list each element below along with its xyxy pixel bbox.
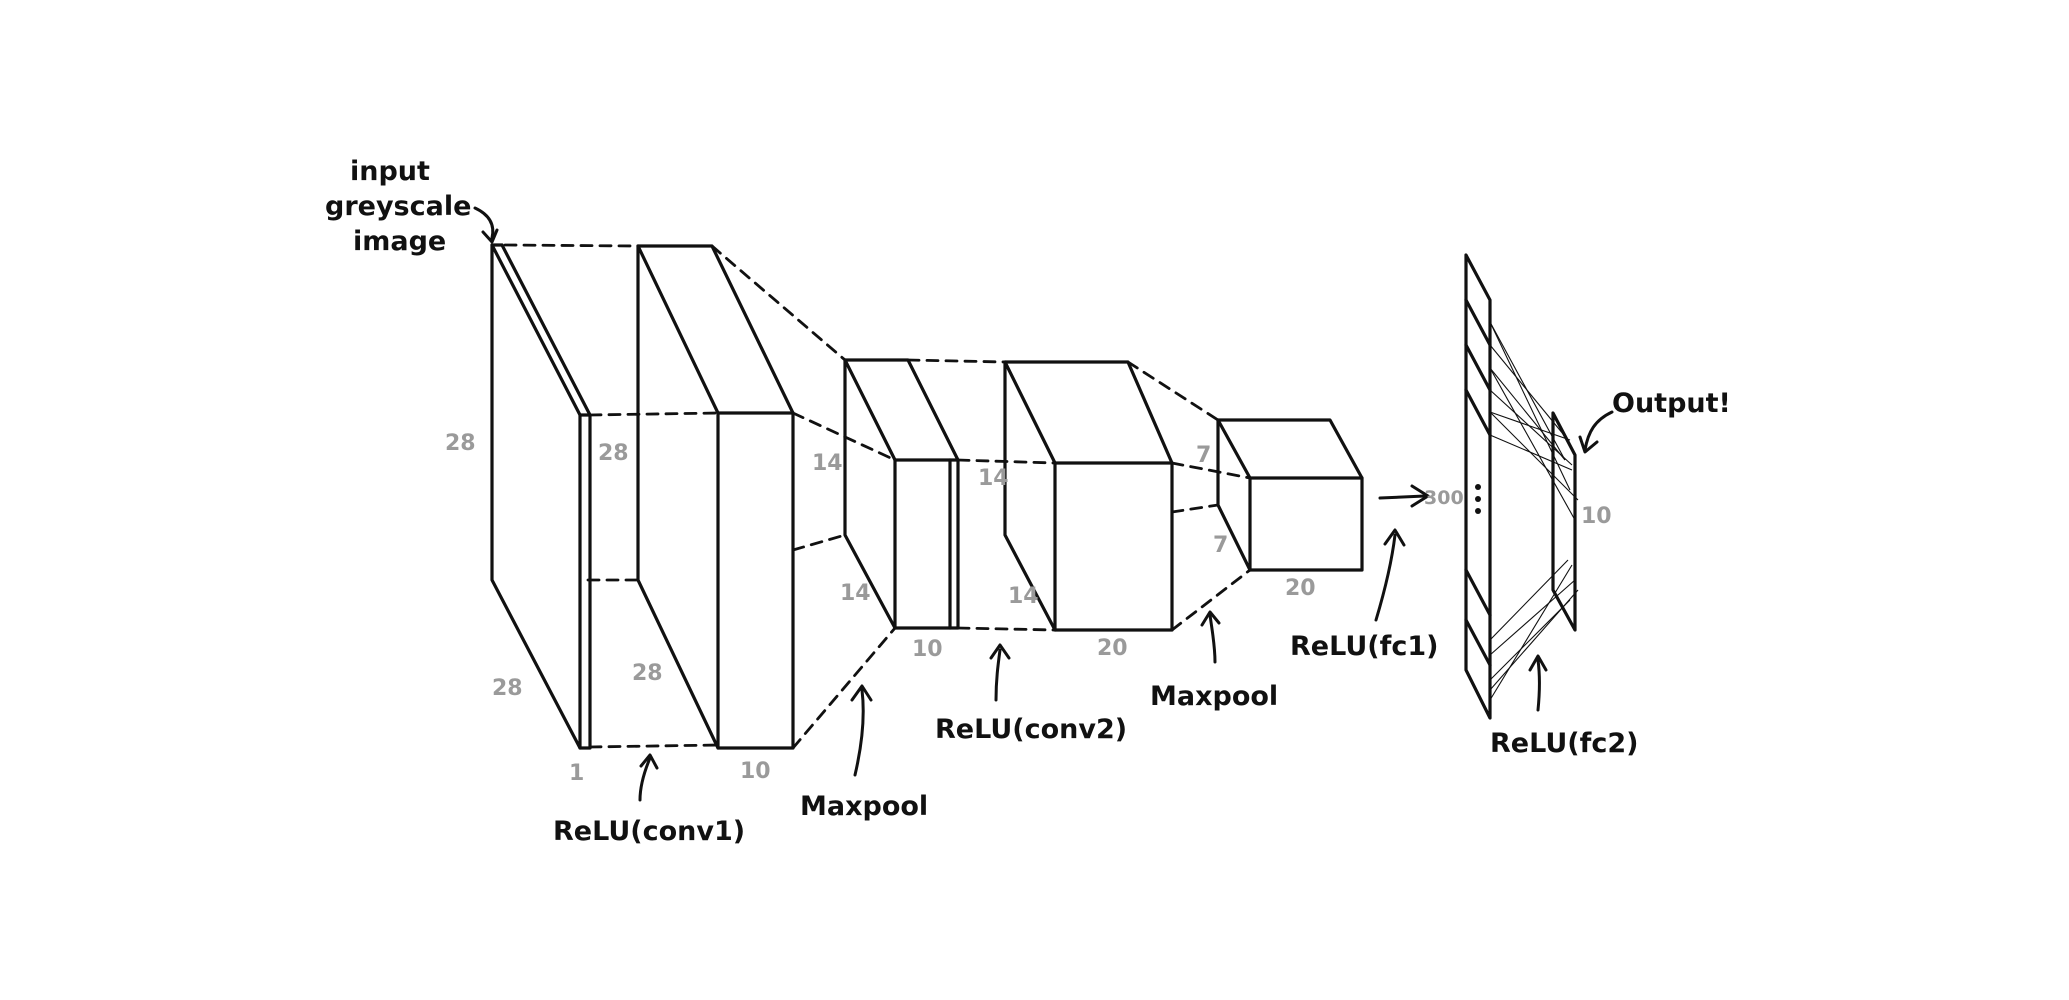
pool1-depth-label: 10 [912, 637, 943, 662]
input-image-block [490, 243, 592, 750]
pool2-depth-label: 20 [1285, 576, 1316, 601]
flatten-arrow [1378, 484, 1430, 508]
relu-fc1-arrowhead [1383, 528, 1406, 547]
output-arrowhead [1578, 435, 1599, 454]
pool2-width-label: 7 [1213, 533, 1228, 558]
input-label-line-2: greyscale [325, 191, 471, 222]
fc2-layer [1551, 411, 1577, 632]
relu-conv1-arrowhead [639, 753, 659, 770]
pool1-height-label: 14 [812, 451, 843, 476]
input-label-arrowhead [481, 228, 499, 244]
conv1-to-pool1-connectors [710, 244, 897, 750]
input-label: input greyscale image [325, 156, 471, 257]
maxpool1-arrow [853, 688, 865, 777]
maxpool1-arrowhead [850, 684, 873, 702]
relu-conv1-arrow [638, 756, 652, 802]
fc1-to-fc2-connections [1489, 321, 1579, 701]
input-height-label: 28 [445, 431, 476, 456]
output-arrow [1583, 410, 1614, 452]
conv1-depth-label: 10 [740, 759, 771, 784]
pool2-block [1216, 418, 1364, 572]
relu-fc1-label: ReLU(fc1) [1290, 631, 1439, 662]
relu-fc2-label: ReLU(fc2) [1490, 728, 1639, 759]
fc1-size-label: 300 [1424, 487, 1464, 509]
input-depth-label: 1 [569, 761, 584, 786]
pool2-height-label: 7 [1196, 443, 1211, 468]
relu-conv1-label: ReLU(conv1) [553, 816, 745, 847]
conv2-height-label: 14 [978, 466, 1009, 491]
relu-fc1-arrow [1374, 533, 1397, 622]
relu-conv2-arrowhead [989, 643, 1011, 660]
conv1-height-label: 28 [598, 441, 629, 466]
conv2-depth-label: 20 [1097, 636, 1128, 661]
maxpool2-label: Maxpool [1150, 681, 1278, 712]
conv2-to-pool2-connectors [1126, 360, 1252, 632]
fc2-size-label: 10 [1581, 504, 1612, 529]
input-label-line-3: image [353, 226, 446, 257]
relu-conv2-label: ReLU(conv2) [935, 714, 1127, 745]
maxpool1-label: Maxpool [800, 791, 928, 822]
maxpool2-arrow [1208, 613, 1217, 664]
maxpool2-arrowhead [1200, 610, 1221, 627]
input-label-arrow [473, 206, 495, 240]
relu-conv2-arrow [994, 648, 1002, 702]
input-label-line-1: input [350, 156, 430, 187]
relu-fc2-arrow [1536, 658, 1541, 712]
input-to-conv1-connectors [503, 243, 720, 749]
relu-fc2-arrowhead [1528, 654, 1548, 672]
output-label: Output! [1612, 388, 1731, 419]
pool1-width-label: 14 [840, 581, 871, 606]
conv1-width-label: 28 [632, 661, 663, 686]
fc1-layer [1464, 253, 1492, 720]
conv2-width-label: 14 [1008, 584, 1039, 609]
input-width-label: 28 [492, 676, 523, 701]
